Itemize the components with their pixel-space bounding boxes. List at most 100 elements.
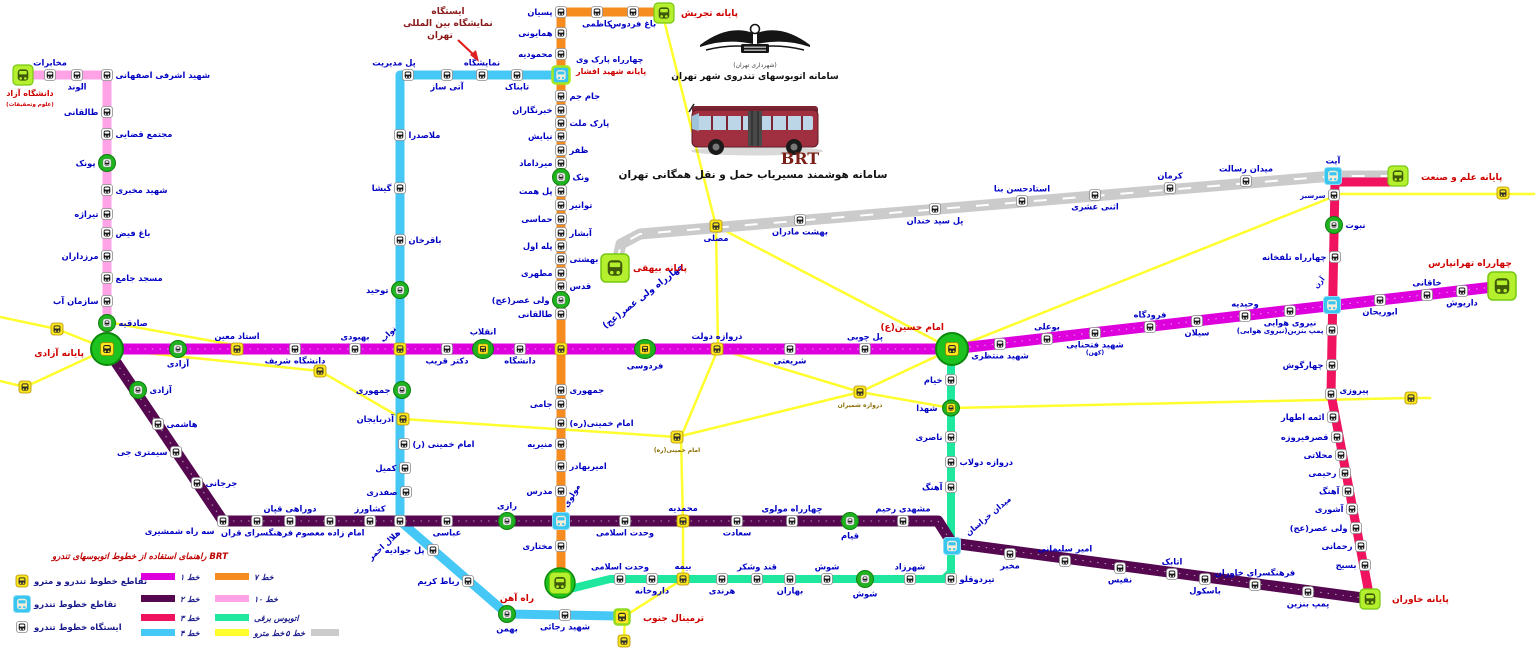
legend-swatch-خط مترو xyxy=(215,629,249,636)
station-صادقیه xyxy=(98,314,116,332)
station-نبوت xyxy=(1325,216,1343,234)
station-منیریه xyxy=(555,438,567,450)
station-label-آزادی: آزادی xyxy=(150,384,172,396)
station-label-خبرنگاران: خبرنگاران xyxy=(512,105,552,116)
station-ظفر xyxy=(555,144,567,156)
station-label-هاشمی: هاشمی xyxy=(167,419,198,429)
station-label-گیشا: گیشا xyxy=(372,183,392,193)
route-trolleybus xyxy=(562,345,955,594)
station-label-آذربایجان: آذربایجان xyxy=(357,413,395,425)
station-انقلاب xyxy=(472,339,494,359)
station-مخبر xyxy=(1004,548,1016,560)
station-امام خمینی(ره) xyxy=(555,417,567,429)
station-label-رباط کریم: رباط کریم xyxy=(417,576,459,587)
station-دوراهی قپان xyxy=(284,515,296,527)
station-hub xyxy=(90,332,124,366)
station-آیت xyxy=(1324,167,1342,185)
station-شوش xyxy=(856,570,874,588)
logo-municipality-text: (شهرداری تهران) xyxy=(733,62,776,69)
station-هرندی xyxy=(716,573,728,585)
station-label-طالقانی: طالقانی xyxy=(64,107,99,117)
station-label-پمپ بنزین(نیروی هوایی): پمپ بنزین(نیروی هوایی) xyxy=(1237,327,1324,335)
station-label-پمپ بنزین: پمپ بنزین xyxy=(1287,599,1330,610)
station-label-قند وشکر: قند وشکر xyxy=(736,562,777,573)
station-مشهدی رحیم xyxy=(897,515,909,527)
station-فردوسی xyxy=(634,339,656,359)
logo-bus-image xyxy=(688,103,823,156)
station-امیربهادر xyxy=(555,460,567,472)
station-label-تیردوقلو: تیردوقلو xyxy=(959,574,995,585)
station-label-دروازه شمیران: دروازه شمیران xyxy=(838,402,883,409)
station-دانشگاه شریف xyxy=(289,343,301,355)
station-label-توانیر: توانیر xyxy=(569,200,593,211)
station-label-همایونی: همایونی xyxy=(518,28,553,39)
station-label-آهنگ: آهنگ xyxy=(1319,485,1340,496)
station-نمایشگاه xyxy=(476,69,488,81)
legend-brt-station-icon xyxy=(16,621,28,633)
station-label-اتابک: اتابک xyxy=(1162,557,1183,567)
station-label-جمهوری: جمهوری xyxy=(356,385,391,396)
station-label-پونک: پونک xyxy=(76,158,96,169)
station-سیلان xyxy=(1191,315,1203,327)
station-label-بهشت مادران: بهشت مادران xyxy=(772,227,828,238)
map-label-میدان خراسان: میدان خراسان xyxy=(964,494,1013,537)
station-همایونی xyxy=(555,27,567,39)
station-label-پسیان: پسیان xyxy=(527,7,552,17)
station-اثنی عشری xyxy=(1089,189,1101,201)
station-label-شوش: شوش xyxy=(853,589,878,600)
legend-brt-transfer-label: تقاطع خطوط تندرو xyxy=(33,600,117,610)
station-پل چوبی xyxy=(859,343,871,355)
station-پسیان xyxy=(555,6,567,18)
legend-brt-station-label: ایستگاه خطوط تندرو xyxy=(33,622,122,633)
station-label-کشاورز: کشاورز xyxy=(353,504,385,515)
station-تیراژه xyxy=(101,208,113,220)
station-label-کمیل: کمیل xyxy=(375,463,396,473)
station-بیمه xyxy=(676,572,690,586)
station-s xyxy=(394,515,406,527)
station-label-چهارگوش: چهارگوش xyxy=(1283,360,1324,371)
map-label-پایانه آزادی: پایانه آزادی xyxy=(34,347,84,359)
station-label-نمایشگاه: نمایشگاه xyxy=(464,58,500,68)
station-label-میدان رسالت: میدان رسالت xyxy=(1219,164,1273,175)
station-m xyxy=(1496,186,1510,200)
station-label-مدرس: مدرس xyxy=(526,486,552,497)
station-نیایش xyxy=(555,130,567,142)
station-عباسی xyxy=(441,515,453,527)
station-label-شهید فتحنایی: شهید فتحنایی xyxy=(1066,340,1124,351)
station-ولی عصر(عج) xyxy=(1350,522,1362,534)
station-گیشا xyxy=(394,182,406,194)
logo-org-text: سامانه اتوبوسهای تندروی شهر تهران xyxy=(671,72,839,82)
station-x xyxy=(1323,296,1341,314)
station-label-صادقیه: صادقیه xyxy=(119,318,148,328)
station-label-سه راه شمشیری: سه راه شمشیری xyxy=(145,526,215,537)
station-label-طالقانی: طالقانی xyxy=(518,309,553,319)
station-بهشت مادران xyxy=(794,214,806,226)
station-مطهری xyxy=(555,267,567,279)
station-x xyxy=(552,512,570,530)
station-label-قیام: قیام xyxy=(841,531,859,542)
station-label-آزادی: آزادی xyxy=(167,358,189,370)
station-term xyxy=(1359,588,1381,610)
station-label-امام زاده معصوم: امام زاده معصوم xyxy=(295,528,364,539)
station-label-استاد معین: استاد معین xyxy=(214,331,259,342)
station-label-جام جم: جام جم xyxy=(570,91,601,102)
map-label-پایانه بیهقی: پایانه بیهقی xyxy=(633,264,687,274)
station-محمدیه xyxy=(676,514,690,528)
station-ائمه اطهار xyxy=(1327,411,1339,423)
route-metro-mosalla xyxy=(714,224,954,351)
station-label-ولی عصر(عج): ولی عصر(عج) xyxy=(1290,523,1348,534)
station-جرجانی xyxy=(191,477,203,489)
station-label-دانشگاه: دانشگاه xyxy=(504,356,536,366)
station-وحیدیه xyxy=(1239,310,1251,322)
station-تابناک xyxy=(511,69,523,81)
station-label-بیمه: بیمه xyxy=(674,561,691,571)
station-label-باغ فیض: باغ فیض xyxy=(116,228,151,239)
decorations-layer xyxy=(13,23,823,636)
station-داروخانه xyxy=(646,573,658,585)
station-label-پل چوبی: پل چوبی xyxy=(847,332,883,343)
station-label-توحید: توحید xyxy=(366,285,388,296)
station-رحمانی xyxy=(1355,540,1367,552)
station-کشاورز xyxy=(364,515,376,527)
station-label-رحیمی: رحیمی xyxy=(1308,468,1336,479)
station-label-بهاران: بهاران xyxy=(777,586,803,597)
